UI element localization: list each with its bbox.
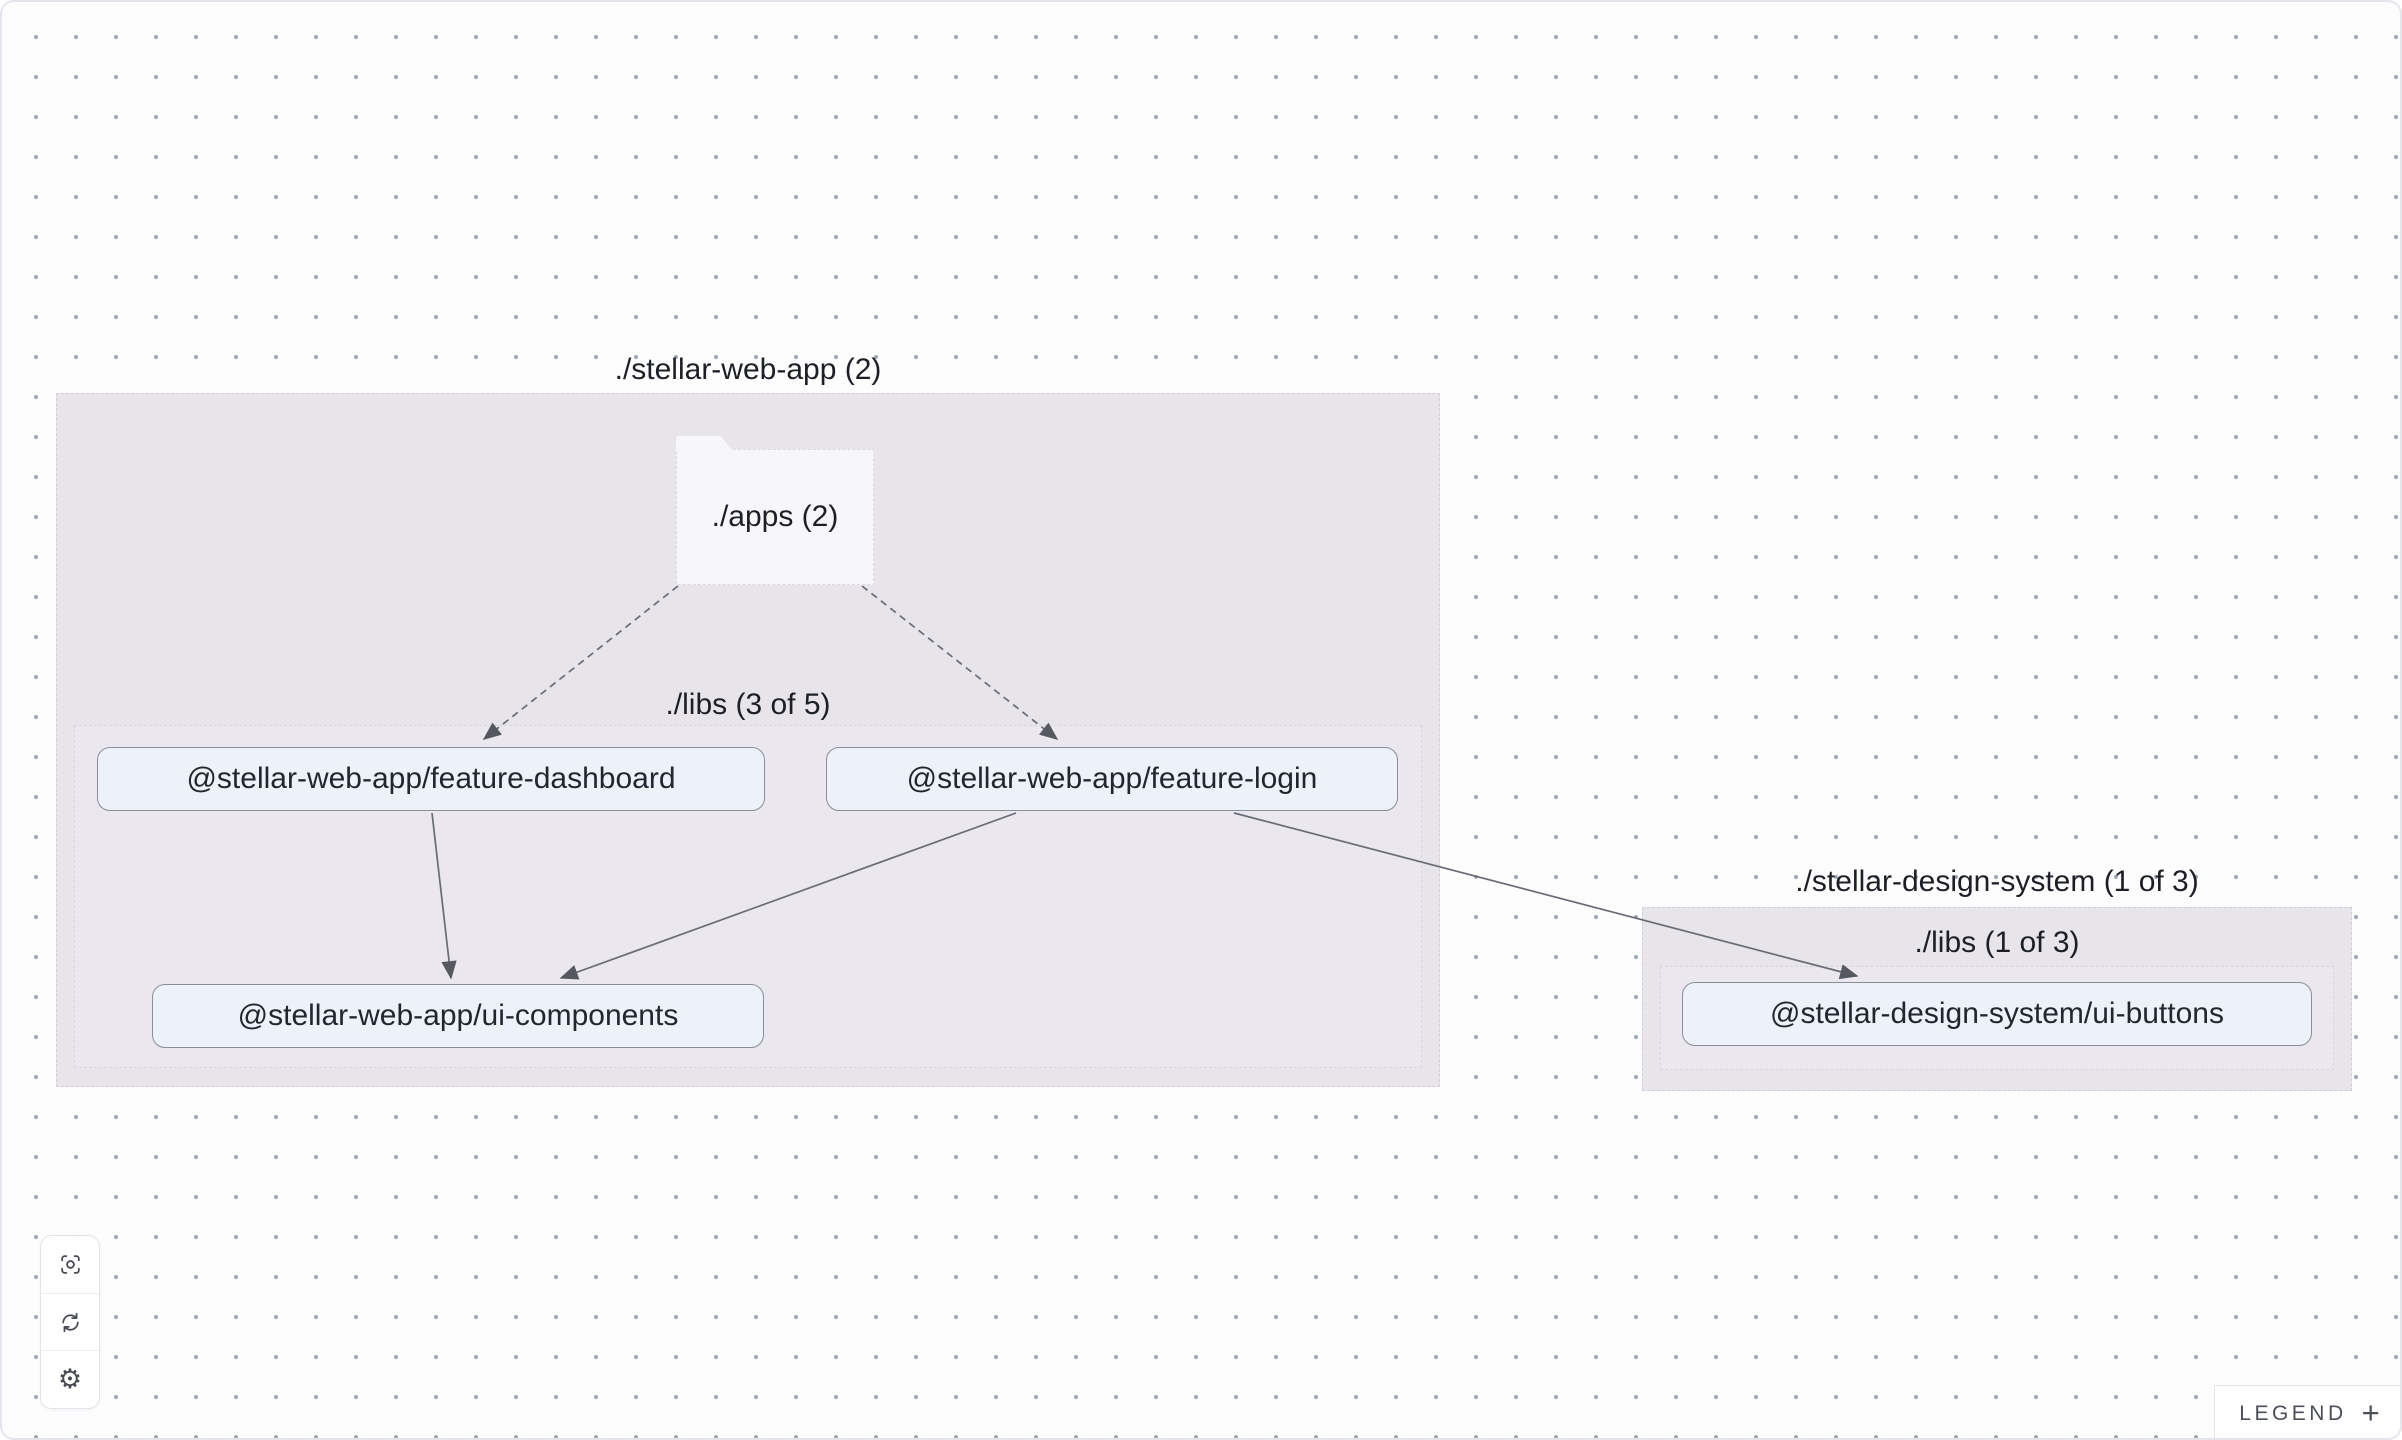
folder-label: ./apps (2) [711,500,839,533]
focus-center-button[interactable] [41,1236,99,1293]
project-node-feature-dashboard[interactable]: @stellar-web-app/feature-dashboard [97,747,765,811]
refresh-button[interactable] [41,1292,99,1351]
settings-gear-icon: ⚙ [57,1364,83,1396]
group-label-stellar-web-app: ./stellar-web-app (2) [614,353,882,386]
node-label: @stellar-web-app/ui-components [237,999,679,1032]
settings-button[interactable]: ⚙ [41,1350,99,1408]
legend-label: LEGEND [2239,1402,2347,1425]
project-node-ui-components[interactable]: @stellar-web-app/ui-components [152,984,764,1048]
legend-toggle-button[interactable]: LEGEND + [2214,1385,2400,1438]
project-node-feature-login[interactable]: @stellar-web-app/feature-login [826,747,1398,811]
node-label: @stellar-web-app/feature-dashboard [186,762,676,795]
folder-node-apps[interactable]: ./apps (2) [676,449,874,585]
node-label: @stellar-design-system/ui-buttons [1770,997,2224,1030]
subgroup-label-libs-web: ./libs (3 of 5) [665,688,831,721]
project-node-ui-buttons[interactable]: @stellar-design-system/ui-buttons [1682,982,2312,1046]
subgroup-label-libs-ds: ./libs (1 of 3) [1914,926,2080,959]
focus-center-icon [60,1255,80,1274]
canvas-toolbar: ⚙ [40,1235,100,1409]
plus-icon: + [2361,1395,2380,1430]
group-label-stellar-design-system: ./stellar-design-system (1 of 3) [1795,865,2199,898]
refresh-icon [61,1312,79,1332]
node-label: @stellar-web-app/feature-login [906,762,1318,795]
